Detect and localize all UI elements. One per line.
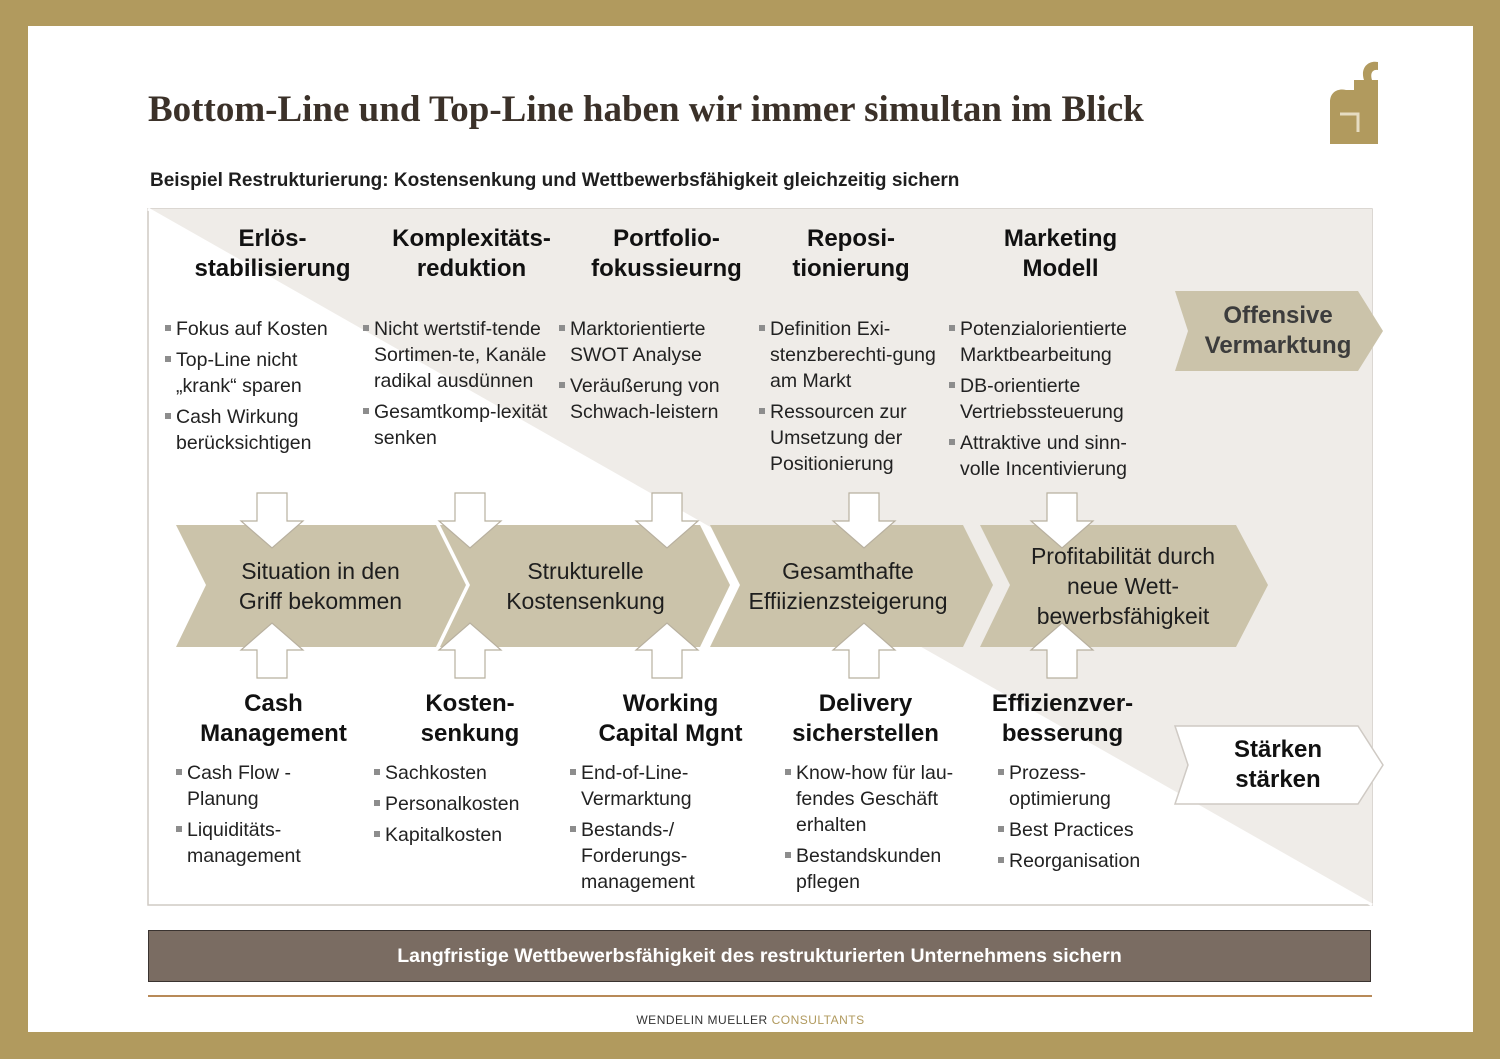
- bottom-lever-bullets: End-of-Line-Vermarktung Bestands-/ Forde…: [570, 760, 735, 900]
- list-item: Sachkosten: [374, 760, 554, 786]
- bottom-lever-bullets: Sachkosten Personalkosten Kapitalkosten: [374, 760, 554, 853]
- chevron-1: [176, 525, 466, 647]
- list-item: Cash Wirkung berücksichtigen: [165, 404, 353, 456]
- bottom-lever-bullets: Know-how für lau-fendes Geschäft erhalte…: [785, 760, 970, 900]
- top-lever-bullets: Potenzialorientierte Marktbearbeitung DB…: [949, 316, 1154, 487]
- page-subtitle: Beispiel Restrukturierung: Kostensenkung…: [150, 170, 960, 191]
- brand-name: WENDELIN MUELLER: [636, 1013, 772, 1027]
- offensive-vermarktung-label: Offensive Vermarktung: [1204, 302, 1352, 359]
- list-item: Nicht wertstif-tende Sortimen-te, Kanäle…: [363, 316, 553, 394]
- bottom-lever-bullets: Cash Flow - Planung Liquiditäts-manageme…: [176, 760, 346, 874]
- slide: Bottom-Line und Top-Line haben wir immer…: [28, 26, 1473, 1032]
- bottom-lever-bullets: Prozess-optimierung Best Practices Reorg…: [998, 760, 1168, 879]
- brand-suffix: CONSULTANTS: [771, 1013, 865, 1027]
- bottom-lever-heading: Delivery sicherstellen: [792, 690, 939, 747]
- list-item: Reorganisation: [998, 848, 1168, 874]
- chevron-4: [980, 525, 1268, 647]
- up-arrow-3: [634, 622, 700, 679]
- down-arrow-5: [1029, 492, 1095, 549]
- list-item: Fokus auf Kosten: [165, 316, 353, 342]
- list-item: Ressourcen zur Umsetzung der Positionier…: [759, 399, 937, 477]
- list-item: Personalkosten: [374, 791, 554, 817]
- list-item: Gesamtkomp-lexität senken: [363, 399, 553, 451]
- bottom-lever-heading: Effizienzver- besserung: [991, 690, 1134, 747]
- top-lever-heading: Erlös- stabilisierung: [194, 225, 351, 282]
- list-item: Cash Flow - Planung: [176, 760, 346, 812]
- chevron-3: [710, 525, 993, 647]
- top-lever-heading: Portfolio- fokussieurng: [591, 225, 742, 282]
- top-lever-bullets: Definition Exi-stenzberechti-gung am Mar…: [759, 316, 937, 482]
- offensive-arrow-shape: [1175, 291, 1383, 371]
- footer-banner: Langfristige Wettbewerbsfähigkeit des re…: [148, 930, 1371, 982]
- top-lever-heading: Komplexitäts- reduktion: [392, 225, 551, 282]
- down-arrow-1: [239, 492, 305, 549]
- phase-label: Situation in den Griff bekommen: [238, 558, 403, 614]
- list-item: Attraktive und sinn-volle Incentivierung: [949, 430, 1154, 482]
- up-arrow-5: [1029, 622, 1095, 679]
- down-arrow-4: [831, 492, 897, 549]
- list-item: DB-orientierte Vertriebssteuerung: [949, 373, 1154, 425]
- phase-label: Profitabilität durch neue Wett-bewerbsfä…: [1030, 543, 1216, 629]
- list-item: Potenzialorientierte Marktbearbeitung: [949, 316, 1154, 368]
- top-lever-heading: Reposi- tionierung: [792, 225, 910, 282]
- list-item: Know-how für lau-fendes Geschäft erhalte…: [785, 760, 970, 838]
- top-lever-heading: Marketing Modell: [1003, 225, 1118, 282]
- bottom-lever-heading: Kosten- senkung: [420, 690, 520, 747]
- list-item: Kapitalkosten: [374, 822, 554, 848]
- up-arrow-2: [437, 622, 503, 679]
- list-item: Bestands-/ Forderungs-management: [570, 817, 735, 895]
- brand-footer: WENDELIN MUELLER CONSULTANTS: [28, 1013, 1473, 1027]
- down-arrow-3: [634, 492, 700, 549]
- top-lever-bullets: Nicht wertstif-tende Sortimen-te, Kanäle…: [363, 316, 553, 456]
- list-item: Prozess-optimierung: [998, 760, 1168, 812]
- bottom-lever-heading: Cash Management: [200, 690, 347, 747]
- up-arrow-4: [831, 622, 897, 679]
- up-arrow-1: [239, 622, 305, 679]
- list-item: Veräußerung von Schwach-leistern: [559, 373, 739, 425]
- staerken-arrow-shape: [1173, 725, 1384, 805]
- page-title: Bottom-Line und Top-Line haben wir immer…: [148, 89, 1144, 130]
- list-item: End-of-Line-Vermarktung: [570, 760, 735, 812]
- phase-label: Gesamthafte Effiizienzsteigerung: [748, 558, 948, 614]
- phase-label: Strukturelle Kostensenkung: [506, 558, 665, 614]
- list-item: Bestandskunden pflegen: [785, 843, 970, 895]
- chevron-2: [440, 525, 730, 647]
- list-item: Definition Exi-stenzberechti-gung am Mar…: [759, 316, 937, 394]
- company-logo: [1330, 61, 1378, 144]
- bottom-lever-heading: Working Capital Mgnt: [598, 690, 743, 747]
- staerken-staerken-label: Stärken stärken: [1233, 736, 1323, 793]
- list-item: Liquiditäts-management: [176, 817, 346, 869]
- down-arrow-2: [437, 492, 503, 549]
- list-item: Top-Line nicht „krank“ sparen: [165, 347, 353, 399]
- top-lever-bullets: Marktorientierte SWOT Analyse Veräußerun…: [559, 316, 739, 430]
- list-item: Best Practices: [998, 817, 1168, 843]
- top-lever-bullets: Fokus auf Kosten Top-Line nicht „krank“ …: [165, 316, 353, 461]
- list-item: Marktorientierte SWOT Analyse: [559, 316, 739, 368]
